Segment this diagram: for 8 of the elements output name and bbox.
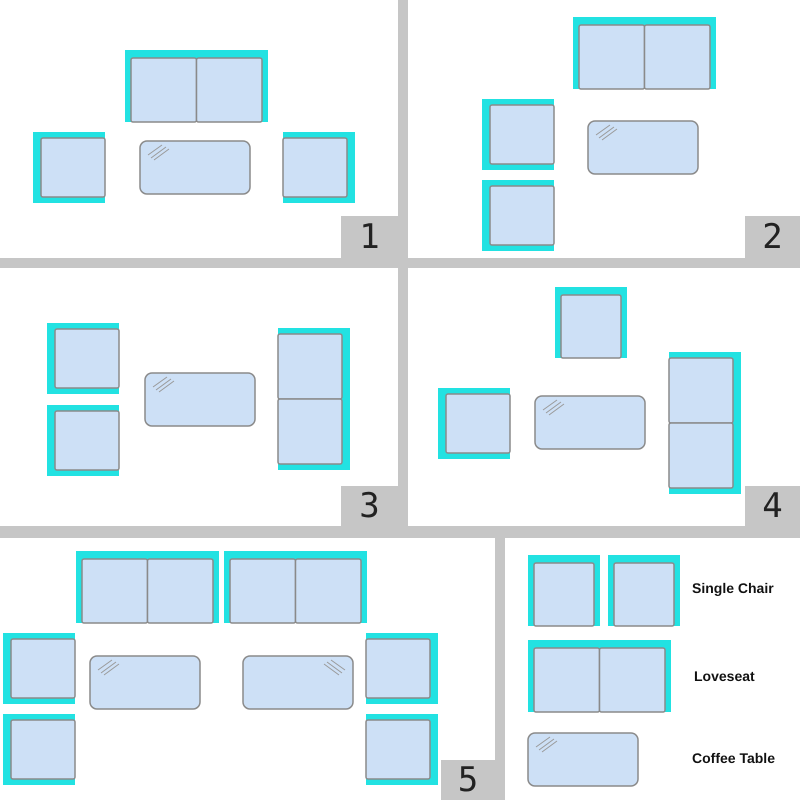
panel-number: 3 xyxy=(341,486,398,526)
legend-label: Loveseat xyxy=(694,668,755,684)
panel-number: 4 xyxy=(745,486,800,526)
panel-number: 2 xyxy=(745,216,800,258)
panel-number: 5 xyxy=(441,760,495,800)
legend-label: Single Chair xyxy=(692,580,774,596)
panel-number: 1 xyxy=(341,216,398,258)
legend-label: Coffee Table xyxy=(692,750,775,766)
